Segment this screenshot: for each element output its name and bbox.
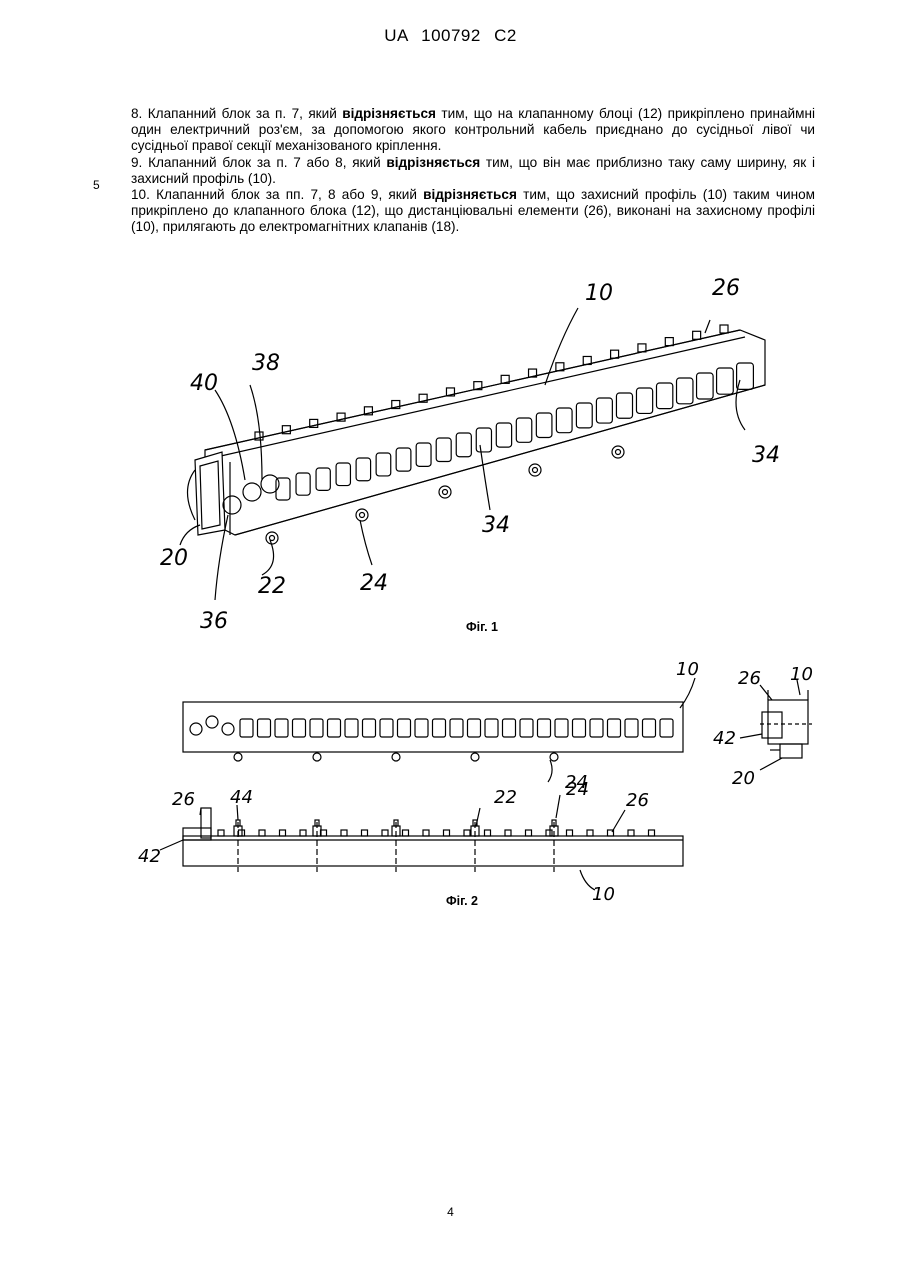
- fig1-label-38: 38: [252, 351, 280, 376]
- fig2-label-26-left: 26: [172, 789, 195, 810]
- fig1-label-26: 26: [712, 276, 740, 301]
- figure-1-drawing: 10 26 38 40 34 34 20 22 24 36: [160, 276, 780, 634]
- fig2-label-10-top: 10: [676, 659, 699, 680]
- fig2-label-26-end: 26: [738, 668, 761, 689]
- fig2-label-42-side: 42: [138, 846, 161, 867]
- fig1-label-34-right: 34: [752, 443, 780, 468]
- fig2-label-44: 44: [230, 787, 253, 808]
- fig2-label-10-bottom: 10: [592, 884, 615, 905]
- page-number: 4: [0, 1205, 901, 1219]
- fig1-label-36: 36: [200, 609, 228, 634]
- figure-2-drawing: 10 26 10 42 20 24 26 44 42 22 24 26 10: [138, 659, 813, 905]
- fig1-label-40: 40: [190, 371, 218, 396]
- fig2-label-10-end: 10: [790, 664, 813, 685]
- fig1-label-34-center: 34: [482, 513, 510, 538]
- figure-2-caption: Фіг. 2: [446, 894, 478, 908]
- fig2-label-20: 20: [732, 768, 755, 789]
- fig1-label-24: 24: [360, 571, 388, 596]
- fig1-label-10: 10: [585, 281, 613, 306]
- fig2-label-24-side: 24: [566, 779, 589, 800]
- fig1-label-22: 22: [258, 574, 286, 599]
- figure-1-caption: Фіг. 1: [466, 620, 498, 634]
- fig2-label-26-right: 26: [626, 790, 649, 811]
- fig1-label-20: 20: [160, 546, 188, 571]
- fig2-label-42-end: 42: [713, 728, 736, 749]
- fig2-label-22: 22: [494, 787, 517, 808]
